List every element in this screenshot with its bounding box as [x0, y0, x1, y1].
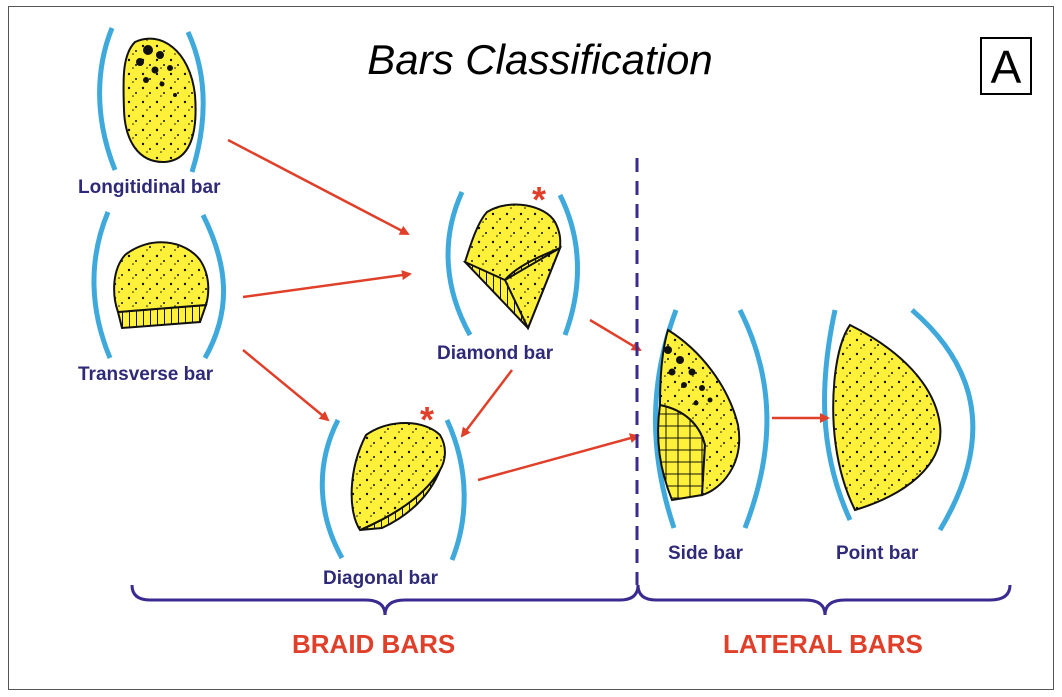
side-bar-figure: [655, 310, 766, 528]
arrow-diamond-to-lateral: [590, 320, 640, 350]
transverse-bar-figure: [94, 212, 224, 358]
label-diagonal-bar: Diagonal bar: [323, 568, 438, 590]
longitudinal-bar-figure: [100, 28, 204, 172]
arrow-diagonal-to-lateral: [478, 436, 638, 480]
channel-bank-left: [322, 420, 342, 558]
lateral-bars-brace: [638, 585, 1010, 615]
label-transverse-bar: Transverse bar: [78, 364, 213, 386]
panel-label: A: [980, 37, 1032, 95]
bar-body: [833, 325, 940, 510]
diamond-bar-figure: [448, 192, 577, 335]
label-point-bar: Point bar: [836, 543, 918, 565]
bar-body: [114, 242, 208, 312]
channel-bank-left: [100, 28, 115, 170]
diamond-marker-asterisk: *: [532, 179, 546, 220]
label-side-bar: Side bar: [668, 543, 743, 565]
diagonal-bar-figure: [322, 420, 464, 560]
diagram-title: Bars Classification: [300, 36, 780, 84]
arrow-transverse-to-diamond: [243, 274, 410, 297]
label-longitudinal-bar: Longitidinal bar: [78, 177, 221, 199]
channel-bank-right: [740, 310, 767, 528]
channel-bank-left: [94, 212, 110, 358]
arrow-transverse-to-diagonal: [243, 350, 328, 420]
channel-bank-right: [560, 195, 578, 335]
diagonal-marker-asterisk: *: [420, 399, 434, 440]
arrow-diamond-to-diagonal: [462, 370, 512, 436]
arrow-longitudinal-to-diamond: [228, 140, 408, 234]
label-diamond-bar: Diamond bar: [437, 343, 553, 365]
point-bar-figure: [825, 310, 973, 530]
group-braid-bars: BRAID BARS: [292, 629, 455, 660]
channel-bank-right: [447, 420, 464, 560]
group-lateral-bars: LATERAL BARS: [723, 629, 923, 660]
